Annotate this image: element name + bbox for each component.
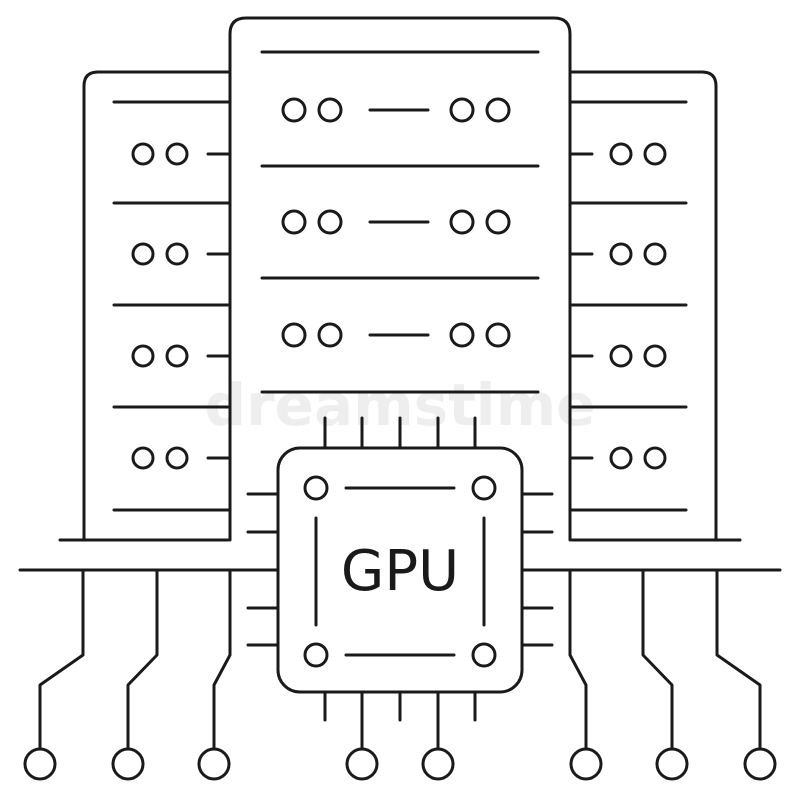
chip-corner-pad (471, 475, 497, 501)
circuit-trace (715, 568, 762, 750)
center-rack-outline (228, 16, 572, 542)
circuit-node (345, 747, 379, 781)
led-indicator (643, 242, 667, 266)
chip-corner-pad (471, 642, 497, 668)
gpu-label: GPU (341, 539, 459, 604)
circuit-node (655, 747, 689, 781)
circuit-trace (568, 568, 588, 750)
circuit-node (743, 747, 777, 781)
circuit-trace (212, 568, 232, 750)
circuit-node (111, 747, 145, 781)
chip-corner-pad (303, 475, 329, 501)
left-rack-unit-2 (131, 242, 230, 266)
led-indicator (131, 344, 155, 368)
left-circuit-traces (23, 568, 379, 781)
led-indicator (609, 142, 633, 166)
circuit-node (421, 747, 455, 781)
led-indicator (449, 209, 475, 235)
right-rack-unit-1 (570, 142, 667, 166)
led-indicator (317, 209, 343, 235)
led-indicator (317, 322, 343, 348)
led-indicator (643, 344, 667, 368)
left-rack-unit-1 (131, 142, 230, 166)
chip-corner-pad (303, 642, 329, 668)
led-indicator (165, 344, 189, 368)
led-indicator (165, 446, 189, 470)
led-indicator (643, 446, 667, 470)
circuit-trace (641, 568, 674, 750)
center-rack-unit-2 (281, 209, 511, 235)
led-indicator (643, 142, 667, 166)
led-indicator (131, 142, 155, 166)
right-server-rack (570, 70, 742, 542)
led-indicator (281, 209, 307, 235)
circuit-trace (38, 568, 85, 750)
center-rack-unit-1 (281, 97, 511, 123)
led-indicator (609, 344, 633, 368)
led-indicator (485, 322, 511, 348)
right-rack-unit-4 (570, 446, 667, 470)
right-rack-unit-3 (570, 344, 667, 368)
gpu-chip (246, 416, 554, 722)
right-circuit-traces (421, 568, 777, 781)
circuit-node (197, 747, 231, 781)
led-indicator (609, 446, 633, 470)
circuit-node (569, 747, 603, 781)
led-indicator (609, 242, 633, 266)
led-indicator (449, 97, 475, 123)
led-indicator (449, 322, 475, 348)
left-rack-unit-4 (131, 446, 230, 470)
led-indicator (485, 97, 511, 123)
led-indicator (131, 446, 155, 470)
center-rack-unit-3 (281, 322, 511, 348)
led-indicator (485, 209, 511, 235)
circuit-trace (126, 568, 159, 750)
center-server-rack (228, 16, 572, 542)
right-rack-unit-2 (570, 242, 667, 266)
circuit-node (23, 747, 57, 781)
led-indicator (281, 97, 307, 123)
led-indicator (131, 242, 155, 266)
led-indicator (317, 97, 343, 123)
led-indicator (281, 322, 307, 348)
led-indicator (165, 242, 189, 266)
left-rack-outline (82, 70, 230, 542)
led-indicator (165, 142, 189, 166)
right-rack-outline (570, 70, 718, 542)
left-server-rack (58, 70, 230, 542)
left-rack-unit-3 (131, 344, 230, 368)
